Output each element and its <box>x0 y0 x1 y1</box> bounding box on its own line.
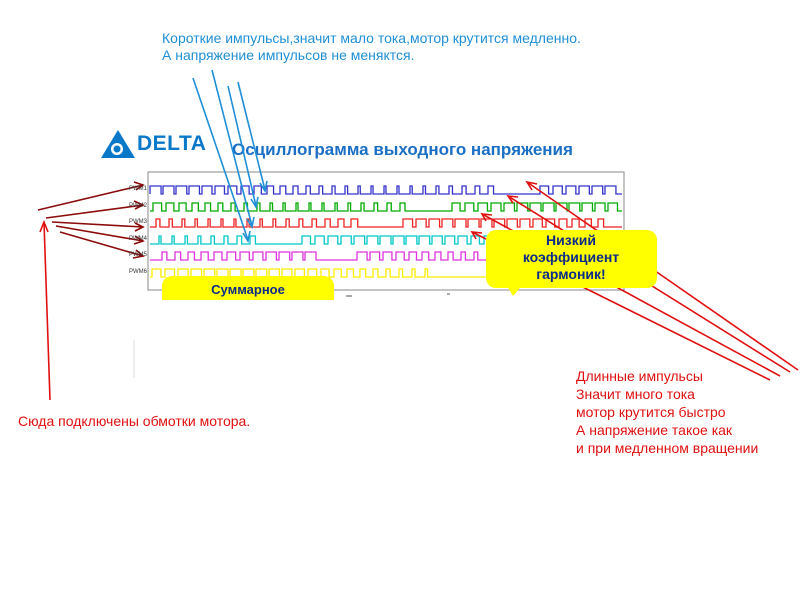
right-note-line4: А напряжение такое как <box>576 422 733 438</box>
callout-line2: коэффициент <box>522 249 620 265</box>
winding-arrow <box>55 225 144 242</box>
callout-sum-text: Суммарное <box>211 282 285 297</box>
blue-note-line1: Короткие импульсы,значит мало тока,мотор… <box>162 30 581 46</box>
right-note-line1: Длинные импульсы <box>576 368 703 384</box>
delta-logo: DELTA <box>99 128 206 160</box>
right-note-line2: Значит много тока <box>576 386 695 402</box>
logo-text: DELTA <box>137 132 207 155</box>
pwm-label-4: PWM4 <box>129 236 147 242</box>
callout-sum <box>162 276 334 300</box>
callout-harmonics-text: Низкий коэффициент гармоник! <box>496 232 646 283</box>
right-note-line3: мотор крутится быстро <box>576 404 726 420</box>
pwm2-waveform <box>150 202 622 212</box>
pwm-label-3: PWM3 <box>129 219 147 225</box>
callout-line1: Низкий <box>546 232 596 248</box>
red-arrow <box>526 181 799 371</box>
winding-arrowhead <box>132 249 145 259</box>
pwm1-waveform <box>149 185 622 195</box>
pwm-label-5: PWM5 <box>129 252 147 258</box>
page-title: Осциллограмма выходного напряжения <box>232 140 573 159</box>
delta-triangle-icon <box>101 130 135 158</box>
red-arrowhead <box>39 219 49 233</box>
winding-arrow <box>37 184 144 211</box>
winding-arrowhead <box>134 222 145 232</box>
blue-arrows <box>192 69 268 244</box>
red-arrowhead <box>470 231 483 240</box>
callout-tail <box>505 282 525 296</box>
winding-arrowhead <box>133 235 145 245</box>
blue-arrow <box>211 69 253 227</box>
callout-line3: гармоник! <box>536 266 606 282</box>
winding-arrowhead <box>133 200 145 210</box>
winding-arrowhead <box>133 181 145 191</box>
red-arrow-line <box>43 221 51 401</box>
red-arrowhead <box>506 195 519 204</box>
left-note: Сюда подключены обмотки мотора. <box>18 413 251 429</box>
pwm-label-6: PWM6 <box>129 269 147 275</box>
dark-red-arrows <box>37 181 145 259</box>
winding-arrow <box>59 231 144 257</box>
blue-arrowhead <box>246 216 255 230</box>
pwm-label-2: PWM2 <box>129 203 147 209</box>
blue-arrow <box>237 81 266 191</box>
red-arrowhead <box>525 180 538 191</box>
right-note: Длинные импульсы Значит много тока мотор… <box>576 367 758 457</box>
blue-arrow <box>192 77 249 241</box>
red-arrow-left <box>39 219 51 401</box>
callout-harmonics <box>486 230 657 288</box>
winding-arrow <box>45 204 144 219</box>
right-note-line5: и при медленном вращении <box>576 440 759 456</box>
pwm3-waveform <box>150 218 622 228</box>
pwm-label-1: PWM1 <box>129 186 147 192</box>
blue-note-line2: А напряжение импульсов не меняктся. <box>162 47 415 63</box>
blue-arrow <box>227 85 257 207</box>
blue-arrowhead <box>242 230 251 244</box>
winding-arrow <box>51 221 144 228</box>
blue-arrowhead <box>250 196 259 210</box>
blue-arrowhead <box>259 180 268 194</box>
red-arrowhead <box>480 213 493 222</box>
blue-note: Короткие импульсы,значит мало тока,мотор… <box>162 30 581 64</box>
